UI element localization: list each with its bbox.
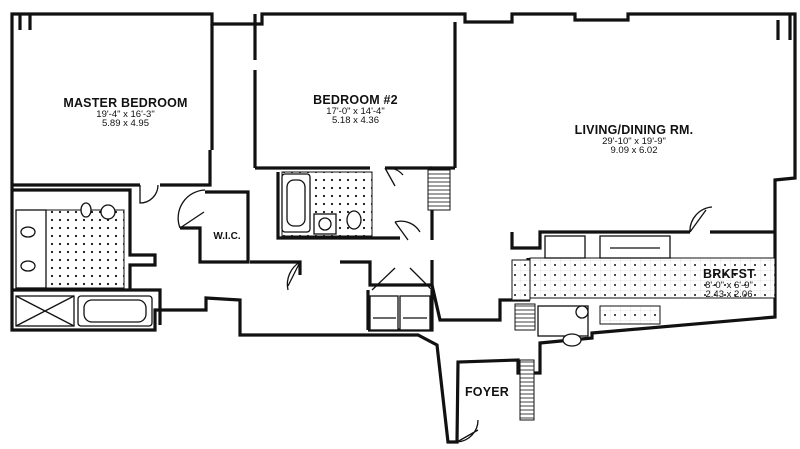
room-dimensions-metric: 5.89 x 4.95 xyxy=(101,118,149,129)
room-dimensions-metric: 2.43 x 2.06 xyxy=(705,289,753,300)
room-label-living-dining: LIVING/DINING RM. 29'-10" x 19'-9" 9.09 … xyxy=(564,124,704,156)
room-dimensions-metric: 5.18 x 4.36 xyxy=(331,115,379,126)
bathtub-icon xyxy=(281,173,311,233)
room-label-master-bedroom: MASTER BEDROOM 19'-4" x 16'-3" 5.89 x 4.… xyxy=(58,97,193,129)
room-label-bedroom-2: BEDROOM #2 17'-0" x 14'-4" 5.18 x 4.36 xyxy=(298,94,413,126)
exterior-walls xyxy=(10,12,797,444)
room-name: LIVING/DINING RM. xyxy=(574,123,694,137)
room-dimensions-imperial: 19'-4" x 16'-3" xyxy=(96,108,155,120)
sink-icon xyxy=(575,305,589,319)
toilet-icon xyxy=(346,210,362,230)
foyer-closets xyxy=(369,295,431,331)
master-bath xyxy=(15,202,153,327)
toilet-icon xyxy=(562,333,582,347)
doors xyxy=(139,167,713,443)
toilet-icon xyxy=(80,202,92,218)
bathtub-icon xyxy=(77,295,153,327)
room-dimensions-imperial: 17'-0" x 14'-4" xyxy=(326,105,385,117)
room-name: BRKFST xyxy=(703,267,755,281)
kitchen xyxy=(511,235,776,421)
bedroom2-bath xyxy=(281,169,451,237)
room-name: MASTER BEDROOM xyxy=(63,96,188,110)
room-label-wic: W.I.C. xyxy=(213,231,241,242)
room-dimensions-imperial: 29'-10" x 19'-9" xyxy=(602,135,666,147)
room-dimensions-metric: 9.09 x 6.02 xyxy=(610,145,658,156)
room-dimensions-imperial: 8'-0" x 6'-9" xyxy=(705,279,753,291)
bidet-icon xyxy=(100,204,116,220)
room-name: BEDROOM #2 xyxy=(313,93,398,107)
room-label-foyer: FOYER xyxy=(464,385,510,399)
sink-icon xyxy=(318,217,332,231)
room-label-breakfast: BRKFST 8'-0" x 6'-9" 2.43 x 2.06 xyxy=(693,268,765,300)
